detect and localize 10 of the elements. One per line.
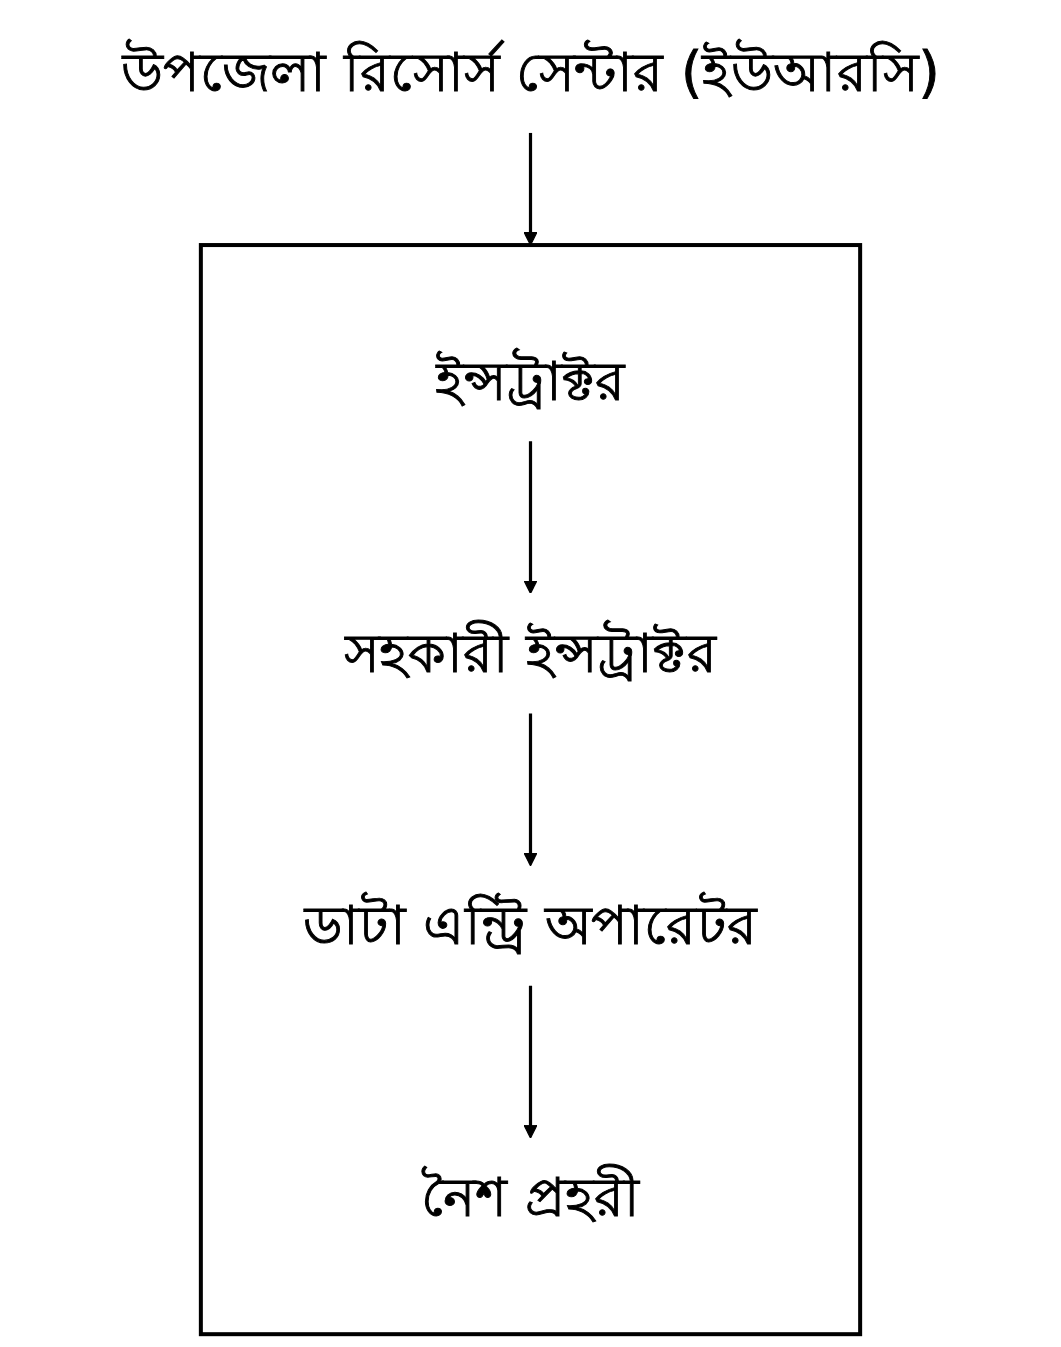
role-text: সহকারী ইন্সট্রাক্টর bbox=[344, 620, 717, 685]
role-text: নৈশ প্রহরী bbox=[420, 1165, 641, 1230]
role-text: ইন্সট্রাক্টর bbox=[435, 348, 626, 413]
group-frame bbox=[198, 243, 863, 1337]
heading-text: উপজেলা রিসোর্স সেন্টার (ইউআরসি) bbox=[121, 40, 940, 105]
role-text: ডাটা এন্ট্রি অপারেটর bbox=[303, 892, 758, 957]
arrow bbox=[523, 441, 538, 595]
arrow bbox=[523, 132, 538, 246]
arrow bbox=[523, 713, 538, 867]
arrow bbox=[523, 985, 538, 1139]
